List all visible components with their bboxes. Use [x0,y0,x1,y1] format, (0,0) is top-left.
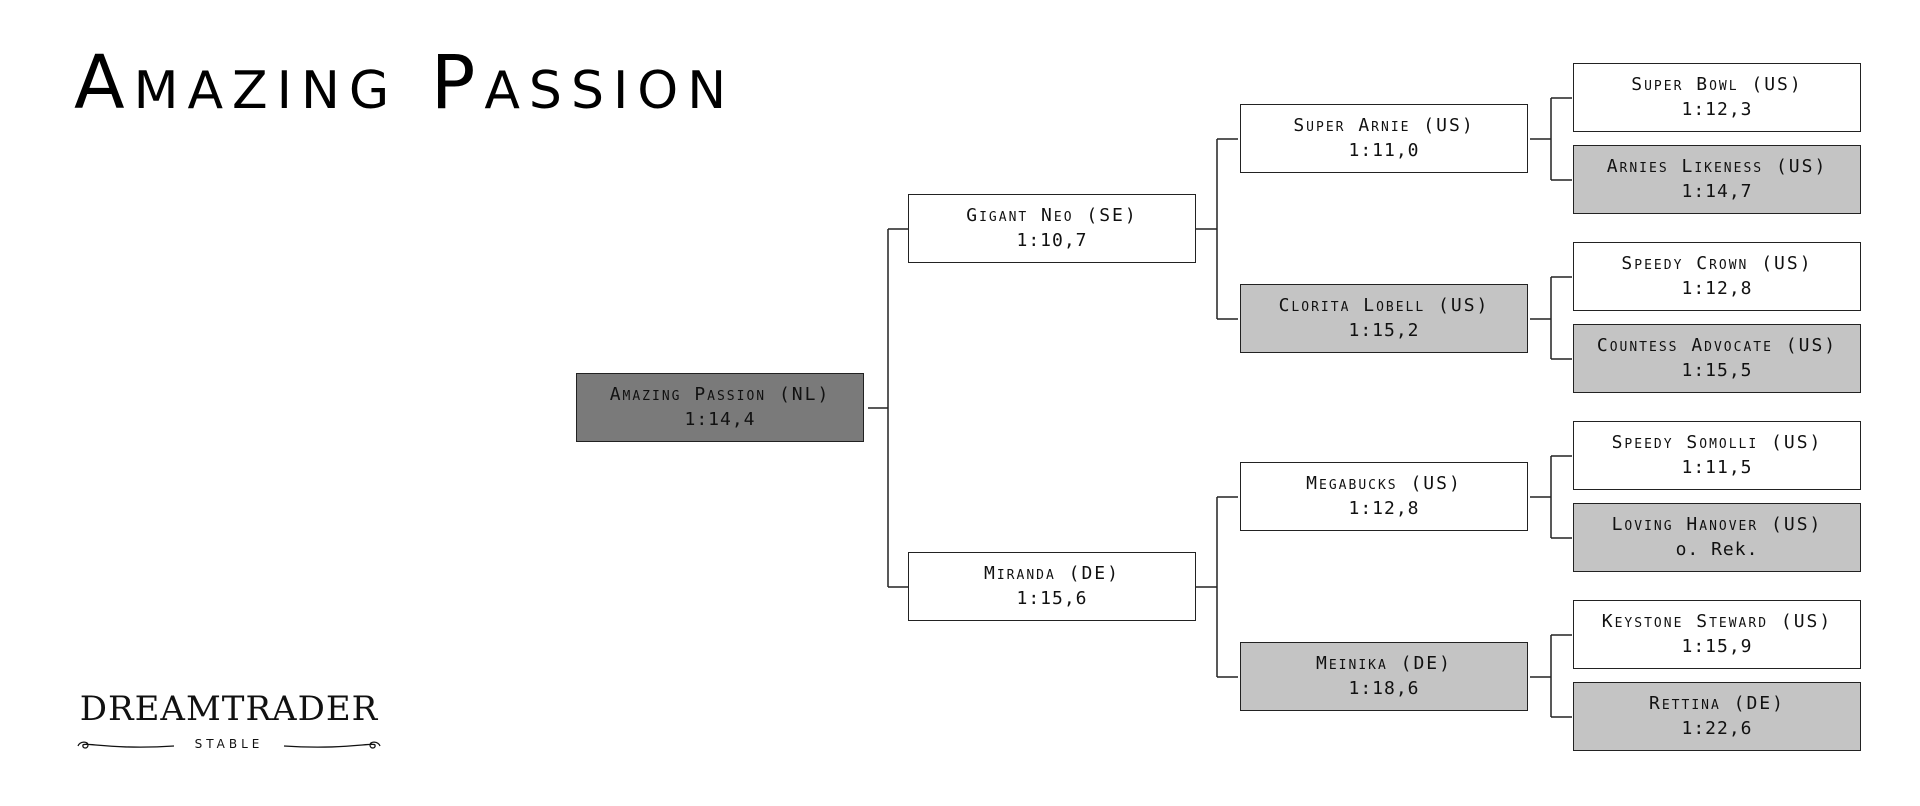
horse-sd-dam: Countess Advocate (US) 1:15,5 [1573,324,1861,393]
logo-brand: DREAMTRADER [79,689,379,729]
horse-sire-sire: Super Arnie (US) 1:11,0 [1240,104,1528,173]
page-title: Amazing Passion [74,40,736,126]
connector-dam-sire [1530,455,1572,539]
horse-record: 1:12,8 [1348,497,1420,519]
horse-name: Loving Hanover (US) [1611,513,1823,535]
horse-record: 1:10,7 [1016,229,1088,251]
horse-name: Gigant Neo (SE) [966,204,1138,226]
connector-sire-sire [1530,97,1572,181]
horse-name: Super Arnie (US) [1293,114,1475,136]
horse-record: o. Rek. [1675,538,1759,560]
horse-sire-dam: Clorita Lobell (US) 1:15,2 [1240,284,1528,353]
horse-name: Clorita Lobell (US) [1278,294,1490,316]
horse-name: Super Bowl (US) [1631,73,1803,95]
horse-dd-dam: Rettina (DE) 1:22,6 [1573,682,1861,751]
connector-sire [1196,138,1238,320]
horse-record: 1:15,9 [1681,635,1753,657]
horse-record: 1:12,3 [1681,98,1753,120]
horse-ds-sire: Speedy Somolli (US) 1:11,5 [1573,421,1861,490]
logo-sub: STABLE [194,737,264,751]
horse-name: Speedy Crown (US) [1621,252,1813,274]
connector-dam-dam [1530,634,1572,718]
horse-record: 1:11,5 [1681,456,1753,478]
horse-ds-dam: Loving Hanover (US) o. Rek. [1573,503,1861,572]
horse-name: Amazing Passion (NL) [609,383,831,405]
dreamtrader-logo: DREAMTRADER STABLE [74,692,384,756]
horse-name: Keystone Steward (US) [1601,610,1833,632]
horse-name: Meinika (DE) [1316,652,1452,674]
horse-sire: Gigant Neo (SE) 1:10,7 [908,194,1196,263]
horse-ss-sire: Super Bowl (US) 1:12,3 [1573,63,1861,132]
horse-dam: Miranda (DE) 1:15,6 [908,552,1196,621]
horse-ss-dam: Arnies Likeness (US) 1:14,7 [1573,145,1861,214]
connector-sire-dam [1530,276,1572,360]
horse-record: 1:15,2 [1348,319,1420,341]
horse-record: 1:11,0 [1348,139,1420,161]
horse-name: Arnies Likeness (US) [1606,155,1828,177]
horse-record: 1:14,4 [684,408,756,430]
horse-name: Rettina (DE) [1649,692,1785,714]
horse-record: 1:15,6 [1016,587,1088,609]
horse-record: 1:15,5 [1681,359,1753,381]
horse-name: Speedy Somolli (US) [1611,431,1823,453]
horse-record: 1:22,6 [1681,717,1753,739]
horse-record: 1:14,7 [1681,180,1753,202]
horse-dam-sire: Megabucks (US) 1:12,8 [1240,462,1528,531]
horse-record: 1:12,8 [1681,277,1753,299]
connector-subject [868,228,908,588]
horse-name: Miranda (DE) [984,562,1120,584]
horse-dam-dam: Meinika (DE) 1:18,6 [1240,642,1528,711]
connector-dam [1196,496,1238,678]
horse-name: Countess Advocate (US) [1596,334,1838,356]
horse-name: Megabucks (US) [1306,472,1462,494]
horse-subject: Amazing Passion (NL) 1:14,4 [576,373,864,442]
logo-flourish [77,741,381,749]
horse-record: 1:18,6 [1348,677,1420,699]
horse-dd-sire: Keystone Steward (US) 1:15,9 [1573,600,1861,669]
horse-sd-sire: Speedy Crown (US) 1:12,8 [1573,242,1861,311]
